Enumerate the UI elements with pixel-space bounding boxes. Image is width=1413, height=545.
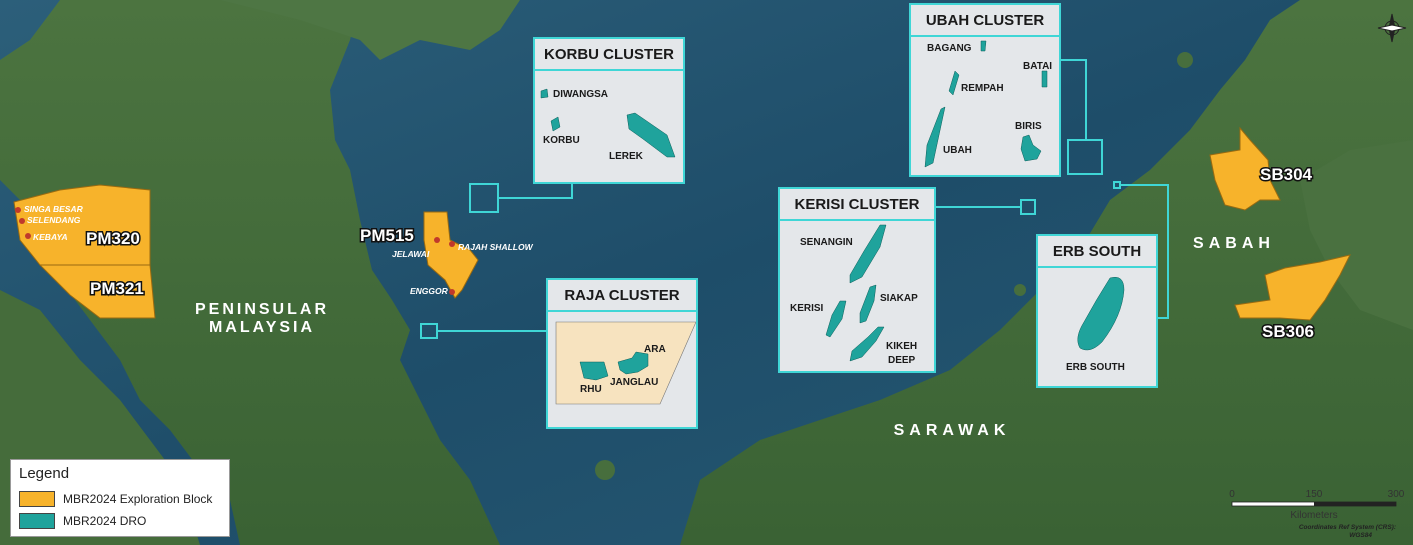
scale-tick-0: 0: [1229, 489, 1235, 500]
field-label: REMPAH: [961, 83, 1004, 94]
field-label-singa-besar: SINGA BESAR: [24, 204, 84, 214]
land-peninsula: [0, 0, 500, 545]
field-marker: [434, 237, 440, 243]
leader-korbu: [498, 182, 573, 199]
region-label-peninsular-1: PENINSULAR: [195, 301, 329, 318]
block-label-pm320: PM320: [86, 229, 140, 248]
field-marker: [449, 289, 455, 295]
dro-janglau: [617, 351, 649, 375]
dro-senangin: [849, 224, 887, 284]
land-borneo: [680, 0, 1413, 545]
dro-kerisi: [825, 300, 847, 338]
land-sabah-east: [1300, 140, 1413, 330]
field-label: RHU: [580, 384, 602, 395]
inset-ubah-cluster: UBAH CLUSTER BAGANG BATAI REMPAH BIRIS U…: [909, 3, 1061, 177]
scale-bar: [1231, 501, 1397, 507]
field-label: JANGLAU: [610, 377, 658, 388]
field-label: DIWANGSA: [553, 89, 608, 100]
legend: Legend MBR2024 Exploration Block MBR2024…: [10, 459, 230, 537]
field-label: ERB SOUTH: [1066, 362, 1125, 373]
field-label-enggor: ENGGOR: [410, 286, 449, 296]
legend-item-exploration-block: MBR2024 Exploration Block: [19, 491, 212, 507]
inset-korbu-cluster: KORBU CLUSTER DIWANGSA KORBU LEREK: [533, 37, 685, 184]
dro-rhu: [579, 361, 609, 381]
legend-item-dro: MBR2024 DRO: [19, 513, 146, 529]
block-pm515: [423, 211, 479, 299]
north-arrow-icon: [1377, 13, 1407, 43]
inset-erb-south: ERB SOUTH ERB SOUTH: [1036, 234, 1158, 388]
field-label: SENANGIN: [800, 237, 853, 248]
legend-title: Legend: [19, 465, 70, 482]
field-marker: [25, 233, 31, 239]
inset-title: UBAH CLUSTER: [911, 5, 1059, 37]
scale-tick-300: 300: [1388, 489, 1405, 500]
legend-label: MBR2024 DRO: [63, 514, 147, 528]
field-marker: [19, 218, 25, 224]
leader-erb: [1120, 184, 1169, 319]
field-label: LEREK: [609, 151, 644, 162]
island: [1177, 52, 1193, 68]
dro-rempah: [948, 70, 960, 96]
field-label-kebaya: KEBAYA: [33, 232, 68, 242]
block-label-pm321: PM321: [90, 279, 144, 298]
land-indochina: [220, 0, 520, 60]
block-pm320: [13, 184, 151, 266]
block-pm321: [38, 264, 156, 319]
inset-title: KERISI CLUSTER: [780, 189, 934, 221]
dro-biris: [1020, 134, 1042, 162]
field-label: BAGANG: [927, 43, 972, 54]
field-label: SIAKAP: [880, 293, 918, 304]
dro-bagang: [980, 40, 987, 52]
field-label: BATAI: [1023, 61, 1052, 72]
crs-line-2: WGS84: [1349, 532, 1372, 539]
field-label-rajah-shallow: RAJAH SHALLOW: [458, 242, 534, 252]
region-label-peninsular-2: MALAYSIA: [209, 319, 315, 336]
inset-kerisi-cluster: KERISI CLUSTER SENANGIN SIAKAP KERISI KI…: [778, 187, 936, 373]
field-label: BIRIS: [1015, 121, 1042, 132]
field-label: ARA: [644, 344, 666, 355]
inset-raja-cluster: RAJA CLUSTER ARA JANGLAU RHU: [546, 278, 698, 429]
field-label: KERISI: [790, 303, 824, 314]
region-label-sarawak: SARAWAK: [894, 422, 1011, 439]
block-sb306: [1234, 254, 1351, 321]
dro-siakap: [859, 284, 877, 324]
dro-lerek: [626, 112, 676, 158]
inset-title: ERB SOUTH: [1038, 236, 1156, 268]
region-label-sabah: SABAH: [1193, 235, 1275, 252]
field-label-jelawai: JELAWAI: [392, 249, 430, 259]
dro-ubah: [924, 106, 946, 168]
field-label: KORBU: [543, 135, 580, 146]
field-label: DEEP: [888, 355, 916, 366]
dro-batai: [1041, 70, 1048, 88]
field-marker: [15, 207, 21, 213]
legend-swatch: [19, 513, 55, 529]
scale-unit: Kilometers: [1290, 510, 1337, 521]
block-sb304: [1209, 126, 1281, 211]
dro-erb-south: [1077, 277, 1125, 351]
field-marker: [449, 241, 455, 247]
block-label-sb304: SB304: [1260, 165, 1313, 184]
block-label-pm515: PM515: [360, 226, 414, 245]
dro-korbu: [550, 116, 561, 132]
inset-title: KORBU CLUSTER: [535, 39, 683, 71]
legend-label: MBR2024 Exploration Block: [63, 492, 213, 506]
crs-line-1: Coordinates Ref System (CRS):: [1299, 524, 1396, 531]
island: [595, 460, 615, 480]
field-label: UBAH: [943, 145, 972, 156]
field-label: KIKEH: [886, 341, 917, 352]
block-label-sb306: SB306: [1262, 322, 1314, 341]
inset-title: RAJA CLUSTER: [548, 280, 696, 312]
island: [1014, 284, 1026, 296]
legend-swatch: [19, 491, 55, 507]
dro-diwangsa: [540, 88, 549, 99]
scale-tick-150: 150: [1306, 489, 1323, 500]
field-label-selendang: SELENDANG: [27, 215, 81, 225]
dro-kikeh-deep: [849, 326, 885, 362]
